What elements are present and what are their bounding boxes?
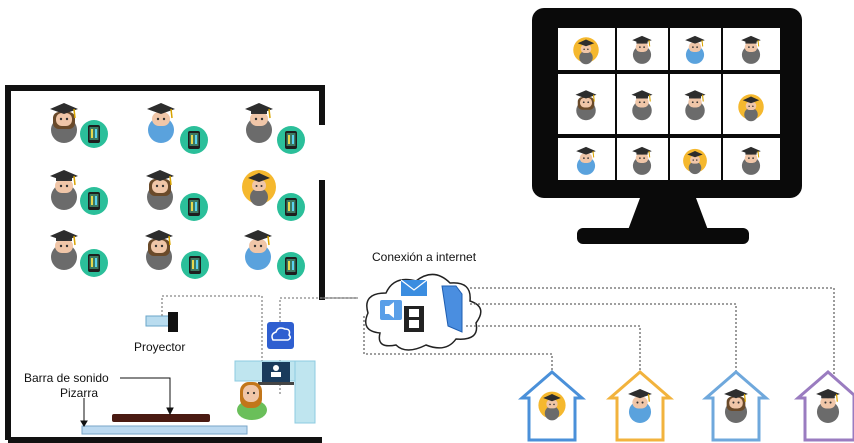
video-tile-student <box>631 35 653 65</box>
tablet-icon <box>277 252 305 280</box>
student-icon <box>145 169 175 211</box>
classroom-walls <box>5 85 325 443</box>
video-tile-student <box>574 89 598 121</box>
tablet-icon <box>181 251 209 279</box>
student-icon <box>49 229 79 271</box>
teacher-desk <box>234 360 316 424</box>
student-icon <box>146 102 176 144</box>
internet-label: Conexión a internet <box>372 250 477 264</box>
tablet-icon <box>277 126 305 154</box>
teacher-icon <box>237 382 267 420</box>
label-arrows <box>80 377 174 427</box>
video-grid <box>558 28 780 180</box>
student-icon <box>49 102 79 144</box>
video-tile-student <box>631 146 653 176</box>
speaker-icon <box>380 300 402 320</box>
student-icon <box>49 169 79 211</box>
envelope-icon <box>400 279 428 296</box>
video-tile-student <box>684 35 706 65</box>
video-tile-student <box>740 35 762 65</box>
tablet-icon <box>80 120 108 148</box>
student-icon <box>244 102 274 144</box>
tablet-icon <box>180 126 208 154</box>
whiteboard <box>81 425 248 435</box>
network-links <box>322 287 835 384</box>
soundbar-label: Barra de sonido <box>24 371 109 385</box>
tablet-icon <box>277 193 305 221</box>
tablet-icon <box>80 187 108 215</box>
tablet-icon <box>180 193 208 221</box>
classroom-students <box>49 102 305 280</box>
film-icon <box>404 306 424 332</box>
home-icon <box>605 370 675 442</box>
document-icon <box>441 285 463 333</box>
student-icon <box>242 170 276 206</box>
projector-label: Proyector <box>134 340 186 354</box>
video-tile-student <box>740 146 762 176</box>
student-icon <box>144 229 174 271</box>
cloud-app-icon <box>267 322 294 349</box>
student-icon <box>243 229 273 271</box>
video-tile-student <box>683 89 707 121</box>
home-icon <box>701 370 771 442</box>
home-icon <box>517 370 587 442</box>
home-icon <box>793 370 854 442</box>
projector-icon <box>145 312 178 332</box>
video-tile-student <box>575 146 597 176</box>
video-tile-student <box>630 89 654 121</box>
whiteboard-label: Pizarra <box>60 386 99 400</box>
tablet-icon <box>80 249 108 277</box>
soundbar <box>112 414 210 422</box>
